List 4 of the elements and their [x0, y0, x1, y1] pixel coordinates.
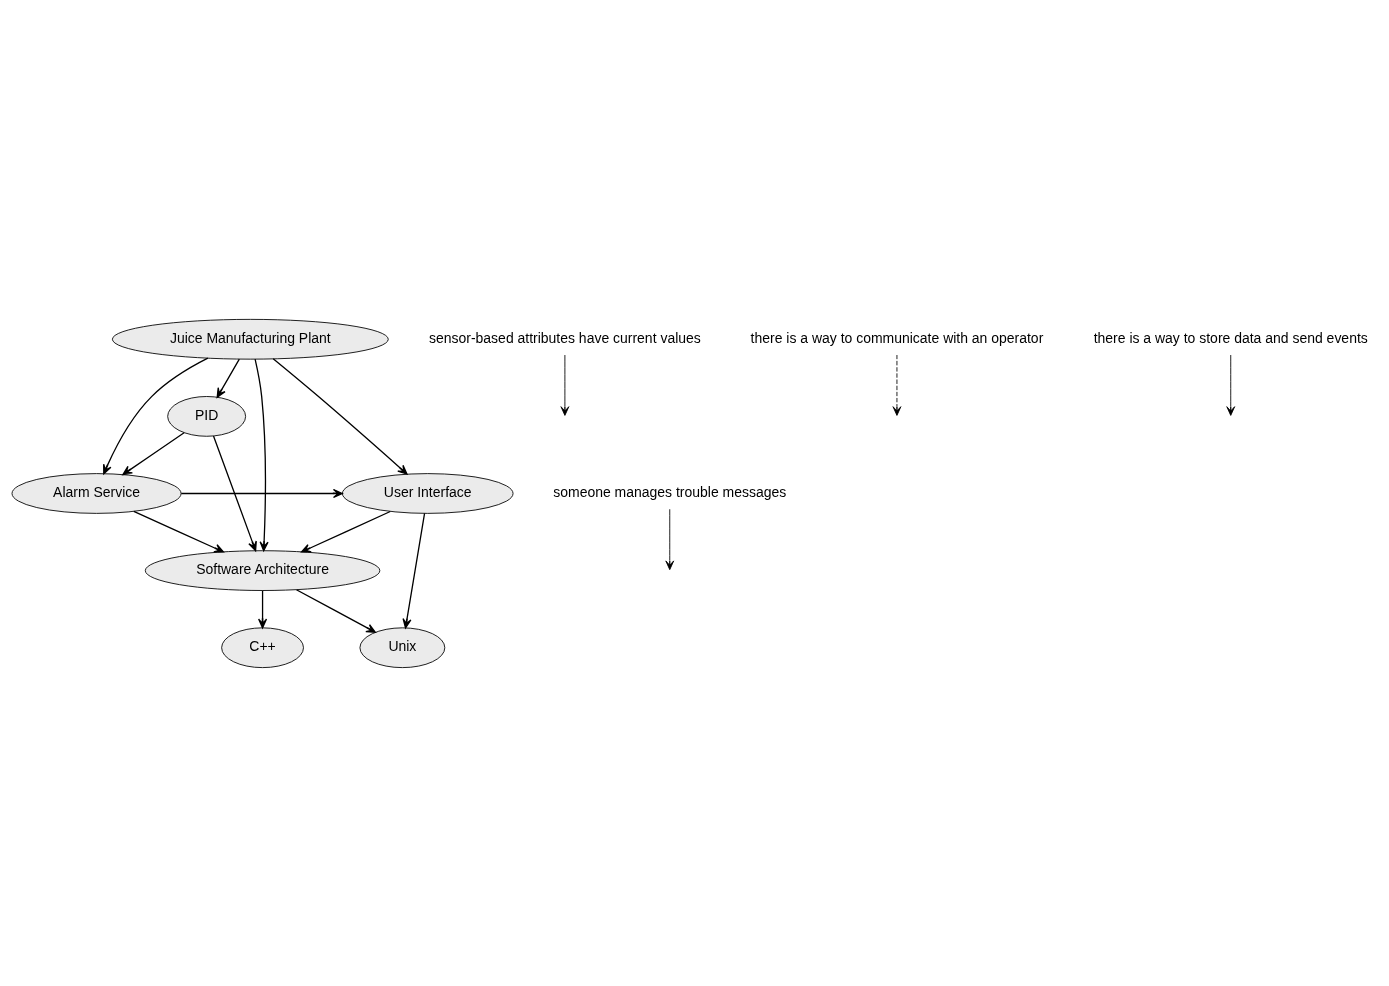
node-text: there is a way to communicate with an operator	[750, 329, 1044, 346]
node-text: sensor-based attributes have current values	[429, 329, 701, 346]
node-text: there is a way to store data and send events	[1093, 329, 1368, 346]
node-text: someone manages trouble messages	[553, 483, 787, 500]
